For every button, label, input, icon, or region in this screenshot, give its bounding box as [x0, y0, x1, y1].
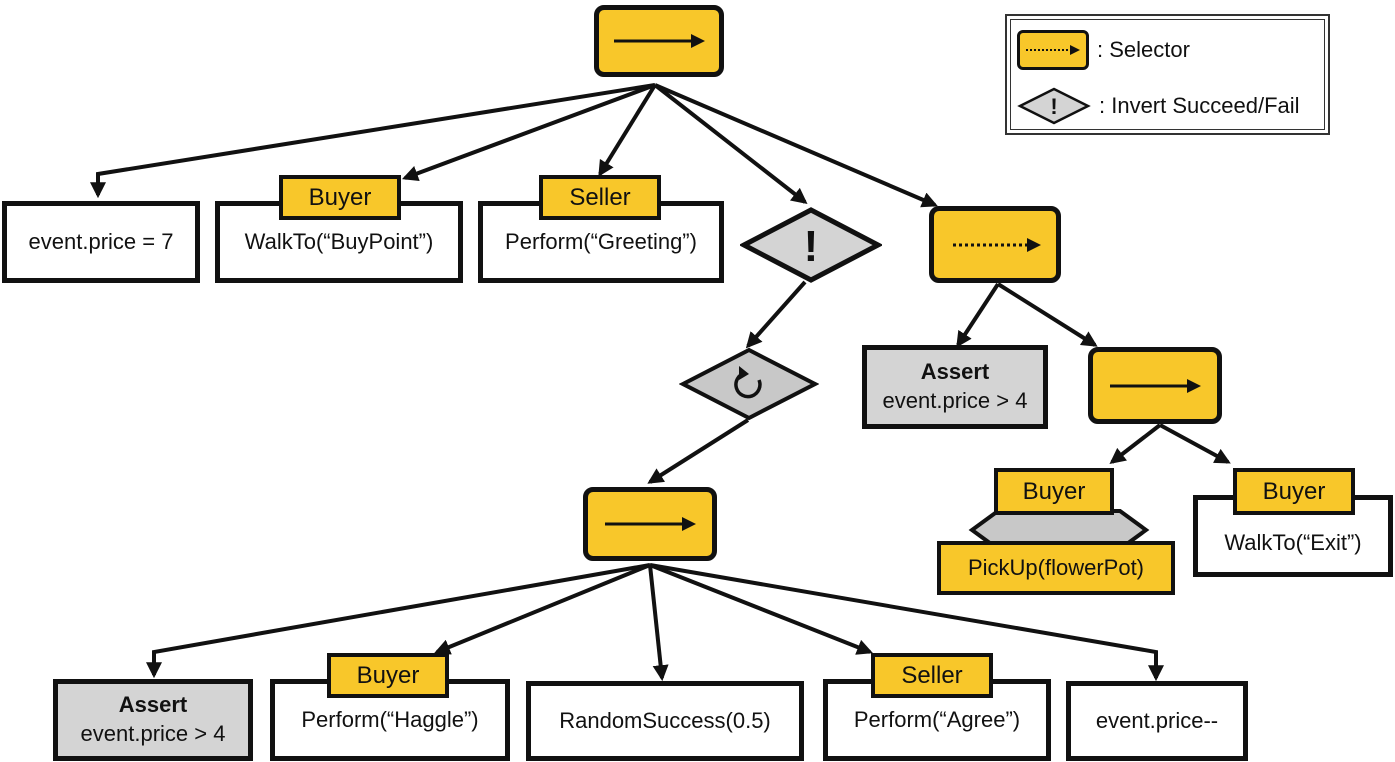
pickup-flowerpot-text: PickUp(flowerPot)	[967, 554, 1145, 580]
legend-selector-row: : Selector	[1017, 30, 1190, 70]
exclamation-icon: !	[804, 222, 819, 271]
event-price-decrement-node: event.price--	[1066, 681, 1248, 761]
pickup-flowerpot-node: PickUp(flowerPot)	[937, 541, 1175, 595]
root-sequence-node	[594, 5, 724, 77]
assert-right-expr: event.price > 4	[882, 388, 1028, 413]
edge-loop-to-midseq	[647, 418, 750, 484]
random-success-node: RandomSuccess(0.5)	[526, 681, 804, 761]
edge-root-to-selector	[654, 83, 938, 208]
edge-selector-to-rightseq	[996, 282, 1098, 347]
perform-haggle-text: Perform(“Haggle”)	[301, 706, 479, 732]
seller-tag-agree: Seller	[871, 653, 993, 698]
buyer-tag-exit: Buyer	[1233, 468, 1355, 515]
edge-rightseq-to-exit	[1159, 423, 1231, 464]
edge-root-to-price7	[90, 83, 656, 199]
assert-right-node: Assert event.price > 4	[862, 345, 1048, 429]
walkto-buypoint-text: WalkTo(“BuyPoint”)	[244, 228, 434, 254]
perform-haggle-node: Perform(“Haggle”)	[270, 679, 510, 761]
seller-tag-1: Seller	[539, 175, 661, 220]
solid-arrow-icon	[1110, 378, 1201, 393]
legend: : Selector ! : Invert Succeed/Fail	[1005, 14, 1330, 135]
assert-right-title: Assert	[920, 359, 990, 385]
assert-bottom-expr: event.price > 4	[80, 721, 226, 746]
loop-decorator	[679, 347, 819, 421]
edge-midseq-to-random	[648, 564, 669, 682]
legend-selector-swatch	[1017, 30, 1089, 70]
event-price-7-node: event.price = 7	[2, 201, 200, 283]
solid-arrow-icon	[614, 34, 705, 48]
perform-greeting-text: Perform(“Greeting”)	[505, 228, 697, 254]
random-success-text: RandomSuccess(0.5)	[559, 707, 771, 733]
edge-selector-to-assert	[956, 282, 1000, 348]
legend-exclamation-icon: !	[1050, 94, 1057, 119]
edge-root-to-buyer-walkto	[402, 83, 656, 182]
dotted-arrow-icon	[953, 237, 1041, 252]
perform-agree-text: Perform(“Agree”)	[853, 706, 1021, 732]
seller-tag-agree-label: Seller	[901, 661, 963, 689]
edge-rightseq-to-pickup	[1109, 423, 1162, 464]
legend-invert-row: ! : Invert Succeed/Fail	[1017, 86, 1300, 126]
middle-sequence-node	[583, 487, 717, 561]
buyer-tag-exit-label: Buyer	[1262, 477, 1326, 505]
edge-midseq-to-decrement	[649, 563, 1164, 682]
edge-root-to-seller-greeting	[598, 83, 657, 177]
right-sequence-node	[1088, 347, 1222, 424]
buyer-tag-1-label: Buyer	[308, 183, 372, 211]
assert-bottom-title: Assert	[118, 692, 188, 718]
edge-midseq-to-agree	[649, 563, 873, 655]
selector-node	[929, 206, 1061, 283]
buyer-tag-haggle-label: Buyer	[356, 661, 420, 689]
loop-icon	[734, 366, 762, 399]
legend-selector-label: : Selector	[1097, 37, 1190, 62]
buyer-tag-haggle: Buyer	[327, 653, 449, 698]
assert-bottom-node: Assert event.price > 4	[53, 679, 253, 761]
legend-invert-label: : Invert Succeed/Fail	[1099, 93, 1300, 118]
event-price-7-text: event.price = 7	[28, 228, 174, 254]
buyer-tag-pickup: Buyer	[994, 468, 1114, 515]
invert-decorator: !	[740, 207, 882, 283]
solid-arrow-icon	[605, 517, 696, 531]
event-price-decrement-text: event.price--	[1095, 707, 1219, 733]
seller-tag-1-label: Seller	[569, 183, 631, 211]
dotted-arrow-icon	[1026, 45, 1080, 55]
buyer-tag-pickup-label: Buyer	[1022, 477, 1086, 505]
edge-root-to-invert	[653, 83, 808, 204]
legend-invert-diamond: !	[1017, 87, 1091, 125]
edge-midseq-to-haggle	[434, 563, 651, 655]
buyer-tag-1: Buyer	[279, 175, 401, 220]
edge-invert-to-loop	[745, 280, 807, 349]
walkto-exit-text: WalkTo(“Exit”)	[1224, 529, 1362, 555]
edge-midseq-to-assert	[146, 563, 651, 679]
